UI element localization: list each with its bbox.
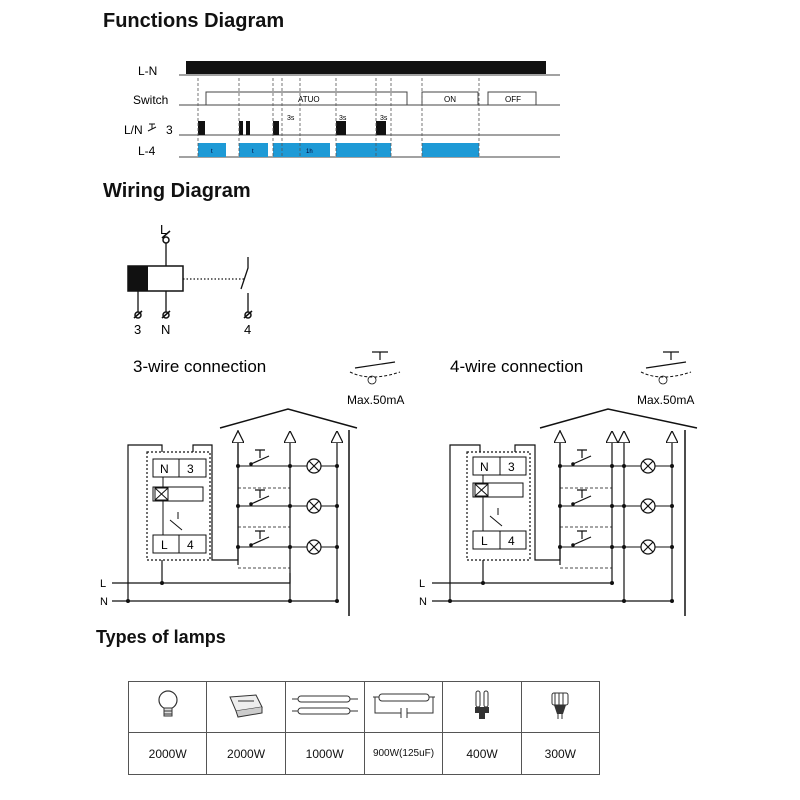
compensated-fluorescent-icon [372, 693, 435, 718]
output-t-label: t [252, 149, 254, 155]
relay-terminal-l: L [161, 538, 168, 552]
lamp-cell [206, 681, 286, 733]
relay-terminal-l: L [481, 534, 488, 548]
functions-diagram-title: Functions Diagram [103, 10, 285, 32]
switch-auto-state [205, 91, 408, 106]
relay-terminal-n: N [480, 460, 489, 474]
bus-label-l: L [419, 578, 425, 590]
max-current-label: Max.50mA [637, 393, 694, 407]
wiring-diagram-title: Wiring Diagram [103, 180, 251, 202]
lamp-rating: 2000W [206, 732, 286, 775]
led-lamp-icon [551, 692, 569, 719]
relay-terminal-4: 4 [508, 534, 515, 548]
lamp-types-title: Types of lamps [96, 627, 226, 647]
lamp-types-table: 2000W 2000W 1000W 900W(125uF) 400W 300W [127, 681, 601, 775]
lamp-cell [363, 681, 444, 733]
halogen-lamp-icon [229, 693, 263, 718]
switch-auto-label: ATUO [298, 95, 320, 104]
lamp-cell [284, 681, 365, 733]
cfl-lamp-icon [475, 690, 490, 719]
output-t-label: t [211, 149, 213, 155]
row-label-ln: L-N [138, 64, 157, 78]
four-wire-connection: 4-wire connection Max.50mA N 3 L 4 [419, 351, 698, 616]
bus-label-n: N [100, 596, 108, 608]
terminal-3-label: 3 [134, 322, 141, 337]
connection-title: 3-wire connection [133, 357, 266, 376]
row-label-ln-push: L/N [124, 123, 143, 137]
push-button-icon [349, 351, 401, 385]
max-current-label: Max.50mA [347, 393, 404, 407]
incandescent-bulb-icon [158, 689, 178, 716]
relay-terminal-3: 3 [508, 460, 515, 474]
relay-terminal-n: N [160, 462, 169, 476]
switch-on-label: ON [444, 95, 456, 104]
ln-power-bar [186, 61, 546, 74]
push-button-icon [640, 351, 692, 385]
lamp-rating: 1000W [284, 732, 365, 775]
relay-terminal-3: 3 [187, 462, 194, 476]
terminal-4-label: 4 [244, 322, 251, 337]
row-label-switch: Switch [133, 93, 168, 107]
lamp-rating: 400W [442, 732, 522, 775]
house-outline [539, 408, 698, 616]
switch-off-label: OFF [505, 95, 521, 104]
fluorescent-tube-icon [291, 695, 358, 714]
switch-off-state [487, 91, 537, 106]
basic-wiring-diagram: L 3 N 4 [127, 222, 253, 337]
connection-title: 4-wire connection [450, 357, 583, 376]
lamp-rating: 300W [520, 732, 601, 775]
push-button-icon [147, 123, 157, 132]
output-1h-label: 1h [306, 149, 313, 155]
three-wire-connection: 3-wire connection Max.50mA N 3 L 4 [100, 351, 404, 616]
bus-label-l: L [100, 578, 106, 590]
lamp-cell [442, 681, 522, 733]
pulse-3s-label: 3s [380, 115, 388, 122]
lamp-cell [127, 681, 208, 733]
lamp-rating: 2000W [127, 732, 208, 775]
lamp-rating: 900W(125uF) [363, 732, 444, 775]
relay-terminal-4: 4 [187, 538, 194, 552]
house-outline [219, 408, 358, 616]
terminal-n-label: N [161, 322, 170, 337]
bus-label-n: N [419, 596, 427, 608]
pulse-3s-label: 3s [287, 115, 295, 122]
pulse-3s-label: 3s [339, 115, 347, 122]
row-label-3: 3 [166, 123, 173, 137]
lamp-cell [520, 681, 601, 733]
terminal-l-label: L [160, 222, 167, 237]
timing-diagram: L-N Switch L/N 3 L-4 ATUO ON OFF 3s 3s 3… [124, 61, 560, 158]
row-label-l4: L-4 [138, 144, 156, 158]
relay-coil [128, 266, 148, 291]
